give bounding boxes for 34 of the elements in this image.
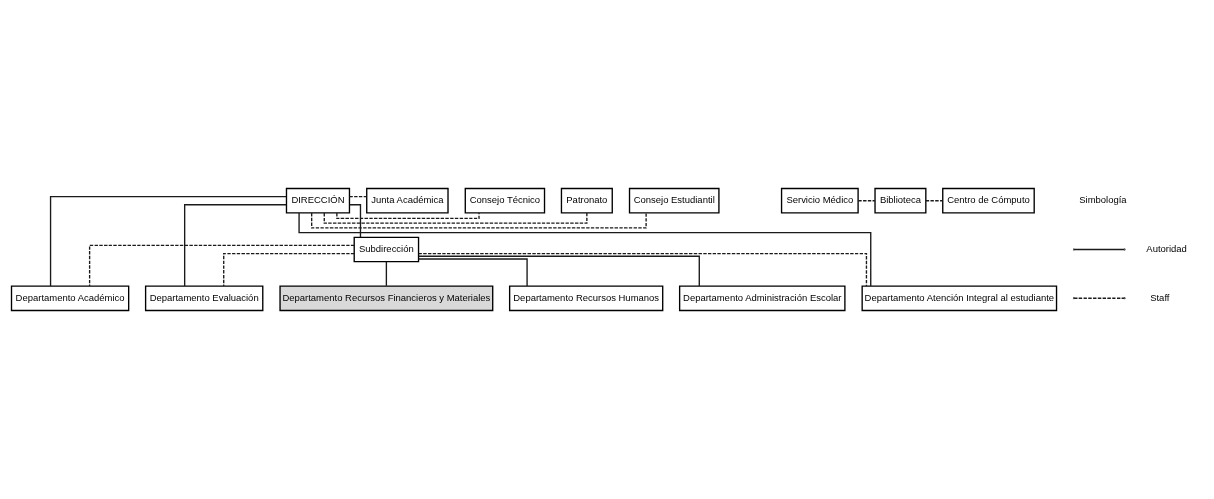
node-box: DIRECCIÓN <box>285 187 351 214</box>
node-box: Biblioteca <box>874 187 927 214</box>
node-box: Departamento Académico <box>10 285 130 312</box>
node-box: Departamento Evaluación <box>144 285 264 312</box>
connector <box>298 212 872 287</box>
node-box: Departamento Recursos Financieros y Materiales <box>279 285 494 312</box>
connector <box>49 196 287 287</box>
node-box: Consejo Estudiantil <box>628 187 720 214</box>
node-box: Servicio Médico <box>780 187 859 214</box>
label: Simbología <box>1079 194 1127 206</box>
connector <box>385 261 388 287</box>
node-box: Departamento Atención Integral al estudiante <box>861 285 1058 312</box>
connector <box>323 212 588 224</box>
node-box: Junta Académica <box>366 187 449 214</box>
connector <box>336 212 480 220</box>
connector <box>184 204 288 287</box>
connector <box>418 255 700 287</box>
connector <box>348 204 362 238</box>
connector <box>88 244 355 287</box>
connector <box>311 212 647 229</box>
node-box: Consejo Técnico <box>464 187 546 214</box>
node-box: Departamento Recursos Humanos <box>508 285 664 312</box>
node-box: Patronato <box>560 187 613 214</box>
connector <box>348 196 368 198</box>
connector <box>418 258 528 287</box>
connector <box>925 200 944 202</box>
connector <box>417 252 868 287</box>
legend-label: Autoridad <box>1146 243 1187 255</box>
node-box: Departamento Administración Escolar <box>678 285 846 312</box>
connector <box>223 252 355 287</box>
node-box: Centro de Cómputo <box>942 187 1035 214</box>
legend-label: Staff <box>1150 291 1170 303</box>
connector <box>857 200 876 202</box>
node-box: Subdirección <box>353 236 420 263</box>
